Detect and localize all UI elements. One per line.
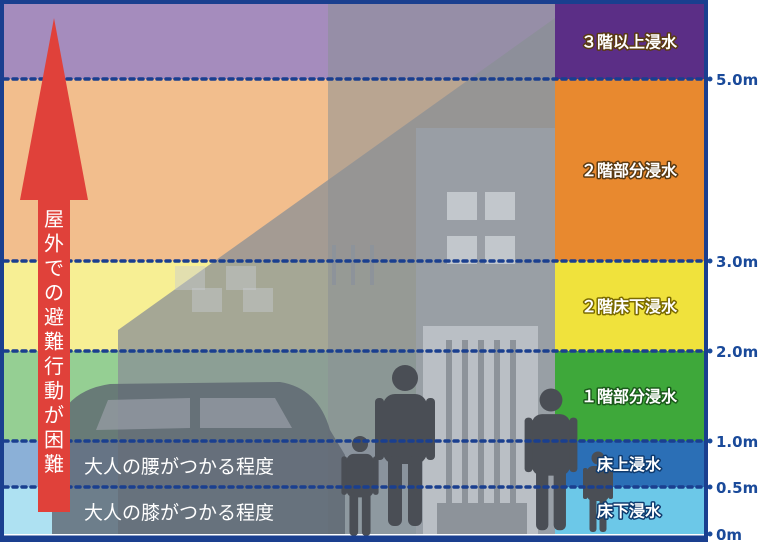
side-window — [243, 288, 273, 312]
up-arrow — [20, 18, 88, 512]
level-label-floor2under: ２階床下浸水 — [581, 297, 678, 316]
people-figures — [341, 365, 613, 536]
level-label-below_floor: 床下浸水 — [597, 502, 662, 521]
band-floor2part — [555, 79, 704, 261]
door-bar — [494, 340, 500, 510]
door-bar — [510, 340, 516, 510]
side-window — [226, 266, 256, 290]
level-color-column — [555, 4, 704, 534]
window — [447, 192, 477, 220]
band-floor3 — [555, 4, 704, 79]
door-bar — [478, 340, 484, 510]
depth-label: 2.0m — [716, 343, 758, 361]
window — [485, 192, 515, 220]
level-label-floor3: ３階以上浸水 — [581, 33, 678, 52]
level-label-floor2part: ２階部分浸水 — [581, 161, 678, 180]
evacuation-arrow: 屋外での避難行動が困難 — [20, 18, 88, 512]
depth-labels: 5.0m 3.0m 2.0m 1.0m 0.5m 0m — [707, 71, 758, 542]
balcony-post — [370, 245, 374, 285]
balcony-post — [351, 245, 355, 285]
depth-label: 0.5m — [716, 479, 758, 497]
depth-dot — [707, 258, 713, 264]
balcony-post — [332, 245, 336, 285]
depth-label: 3.0m — [716, 253, 758, 271]
car-window — [96, 398, 190, 430]
arrow-caption: 屋外での避難行動が困難 — [44, 207, 64, 476]
door-step — [437, 503, 527, 534]
waist-annotation: 大人の腰がつかる程度 — [84, 456, 274, 478]
depth-dot — [707, 348, 713, 354]
car-window — [200, 398, 292, 428]
depth-label: 5.0m — [716, 71, 758, 89]
side-window — [192, 288, 222, 312]
adult-figure — [375, 365, 435, 526]
child-figure — [583, 451, 613, 532]
depth-label: 1.0m — [716, 433, 758, 451]
level-label-above_floor: 床上浸水 — [597, 455, 662, 474]
depth-dot — [707, 438, 713, 444]
band-floor2under — [555, 261, 704, 351]
adult-figure — [524, 388, 578, 531]
door-bar — [446, 340, 452, 510]
band-below_floor — [555, 487, 704, 534]
band-above_floor — [555, 441, 704, 487]
depth-dot — [707, 531, 713, 537]
depth-dot — [707, 484, 713, 490]
side-window — [175, 266, 205, 290]
frame-border — [0, 0, 708, 542]
door-bar — [462, 340, 468, 510]
level-label-floor1part: １階部分浸水 — [581, 387, 678, 406]
band-floor1part — [555, 351, 704, 441]
depth-dotted-lines — [2, 77, 708, 539]
depth-dot — [707, 76, 713, 82]
depth-label: 0m — [716, 526, 742, 542]
knee-annotation: 大人の膝がつかる程度 — [84, 502, 274, 524]
